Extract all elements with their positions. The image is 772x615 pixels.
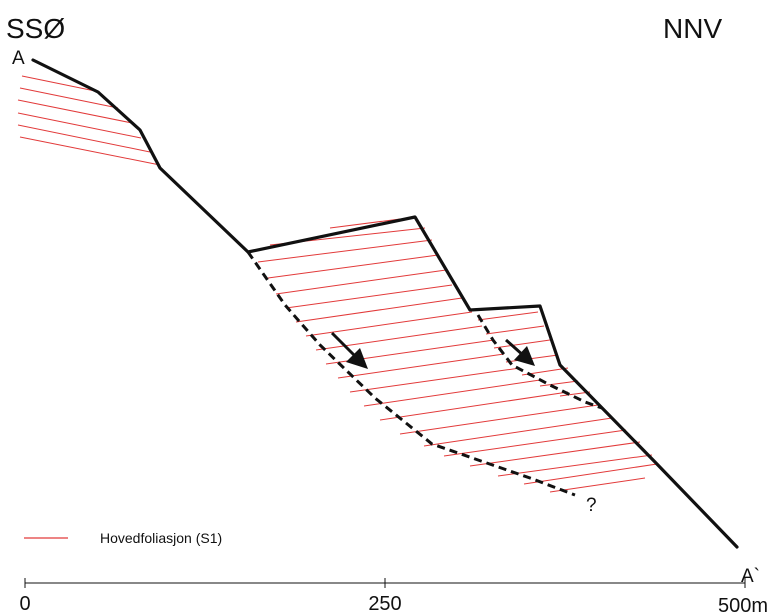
- profile-end-label: A`: [741, 566, 760, 587]
- foliation-line: [305, 311, 473, 337]
- foliation-line: [17, 124, 151, 153]
- scale-bar: 0 250 500m: [19, 578, 768, 615]
- foliation-line: [493, 339, 551, 349]
- foliation-line: [267, 254, 439, 279]
- arrow-down-right-icon: [330, 331, 368, 369]
- legend: Hovedfoliasjon (S1): [24, 530, 222, 546]
- foliation-line: [379, 391, 569, 421]
- main-slide-plane: [246, 251, 576, 497]
- orientation-right-label: NNV: [663, 13, 722, 44]
- scale-bar-label-end: 500m: [718, 595, 768, 615]
- profile-start-label: A: [12, 48, 25, 69]
- foliation-line: [523, 463, 658, 485]
- scale-bar-label-mid: 250: [368, 593, 401, 615]
- secondary-slide-plane: [476, 314, 603, 410]
- foliation-line: [485, 325, 545, 335]
- foliation-line: [315, 325, 483, 351]
- legend-label: Hovedfoliasjon (S1): [100, 530, 222, 546]
- foliation-line: [443, 429, 627, 457]
- foliation-line: [17, 112, 142, 139]
- foliation-hatching: [17, 75, 658, 493]
- foliation-line: [363, 379, 541, 407]
- foliation-line: [337, 353, 505, 379]
- foliation-line: [399, 404, 599, 435]
- foliation-line: [539, 380, 579, 387]
- foliation-line: [275, 269, 447, 295]
- foliation-line: [285, 284, 453, 309]
- foliation-line: [295, 297, 463, 323]
- foliation-line: [497, 454, 653, 477]
- foliation-line: [329, 218, 401, 229]
- foliation-line: [349, 367, 521, 393]
- foliation-line: [19, 136, 161, 166]
- orientation-left-label: SSØ: [6, 13, 65, 44]
- arrow-down-right-icon: [505, 338, 535, 366]
- foliation-line: [19, 87, 119, 109]
- foliation-line: [477, 311, 539, 321]
- foliation-line: [469, 441, 641, 467]
- topographic-profile: [31, 58, 739, 549]
- foliation-line: [257, 239, 433, 263]
- scale-bar-label-start: 0: [19, 593, 30, 615]
- foliation-line: [21, 75, 101, 93]
- foliation-line: [17, 99, 133, 124]
- foliation-line: [549, 477, 646, 493]
- foliation-line: [423, 417, 613, 447]
- uncertainty-mark: ?: [586, 495, 597, 516]
